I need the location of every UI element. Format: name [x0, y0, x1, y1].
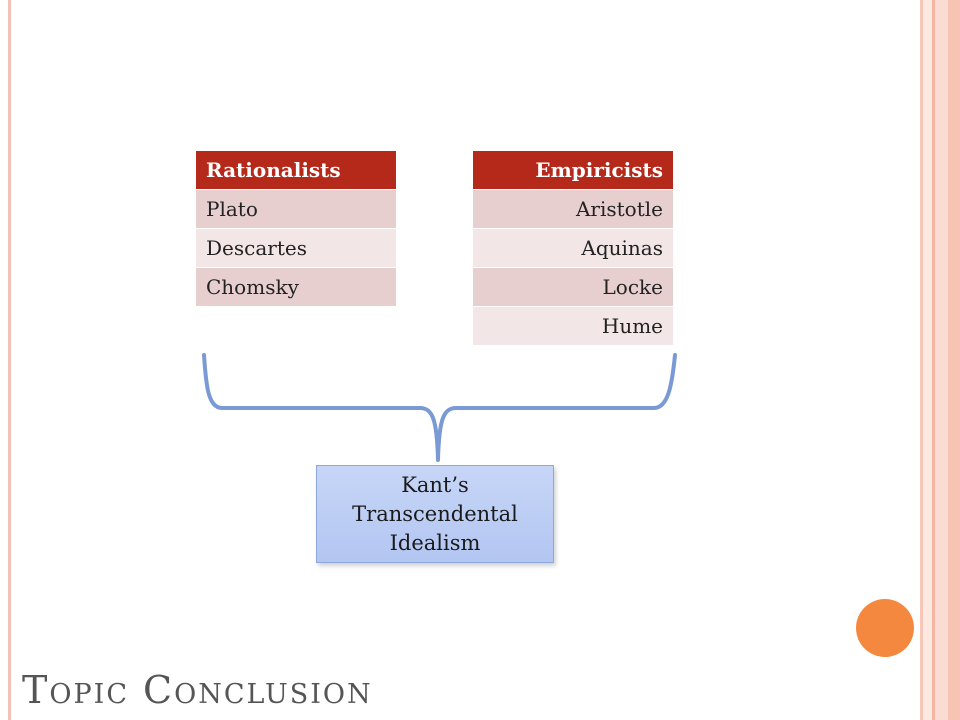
empiricists-header: Empiricists [473, 151, 673, 189]
table-row: Plato [196, 189, 396, 228]
conclusion-line: Kant’s [401, 472, 469, 497]
table-row: Descartes [196, 228, 396, 267]
rationalists-table: Rationalists Plato Descartes Chomsky [196, 151, 396, 306]
table-row: Locke [473, 267, 673, 306]
slide-title: Topic Conclusion [22, 668, 373, 712]
table-row: Aristotle [473, 189, 673, 228]
table-row: Chomsky [196, 267, 396, 306]
accent-circle [856, 599, 914, 657]
conclusion-line: Transcendental [352, 501, 518, 526]
conclusion-line: Idealism [389, 530, 481, 555]
rationalists-header: Rationalists [196, 151, 396, 189]
table-row: Aquinas [473, 228, 673, 267]
table-row: Hume [473, 306, 673, 345]
conclusion-box: Kant’s Transcendental Idealism [316, 465, 554, 563]
empiricists-table: Empiricists Aristotle Aquinas Locke Hume [473, 151, 673, 345]
curly-brace-connector [202, 353, 677, 462]
slide-left-border [8, 0, 11, 720]
slide-right-border-band [918, 0, 960, 720]
